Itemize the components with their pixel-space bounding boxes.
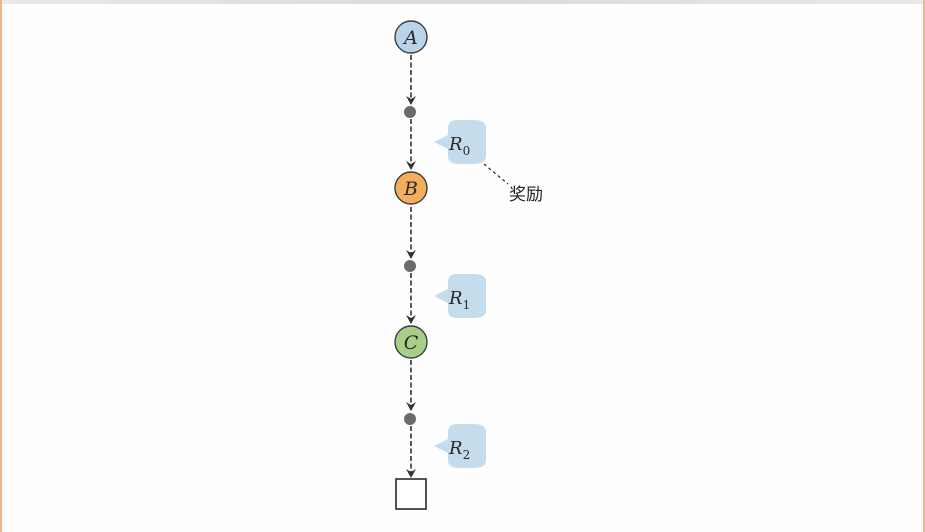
state-node-a: A <box>394 20 428 54</box>
state-label-a: A <box>402 27 418 49</box>
reward-label-r2: R2 <box>448 438 470 462</box>
state-node-b: B <box>394 171 428 205</box>
reward-bubble-r0: R0 <box>434 120 486 164</box>
state-node-c: C <box>394 325 428 359</box>
action-dot <box>404 260 416 272</box>
state-label-c: C <box>404 332 419 354</box>
action-dot <box>404 413 416 425</box>
annotation-reward: 奖励 <box>509 185 543 205</box>
state-label-b: B <box>403 178 418 200</box>
reward-bubble-r1: R1 <box>434 274 486 318</box>
reward-label-r0: R0 <box>448 134 470 158</box>
terminal-state <box>395 478 427 510</box>
reward-bubble-r2: R2 <box>434 424 486 468</box>
reward-label-r1: R1 <box>448 288 470 312</box>
action-dot <box>404 106 416 118</box>
annotation-leader <box>483 163 509 185</box>
